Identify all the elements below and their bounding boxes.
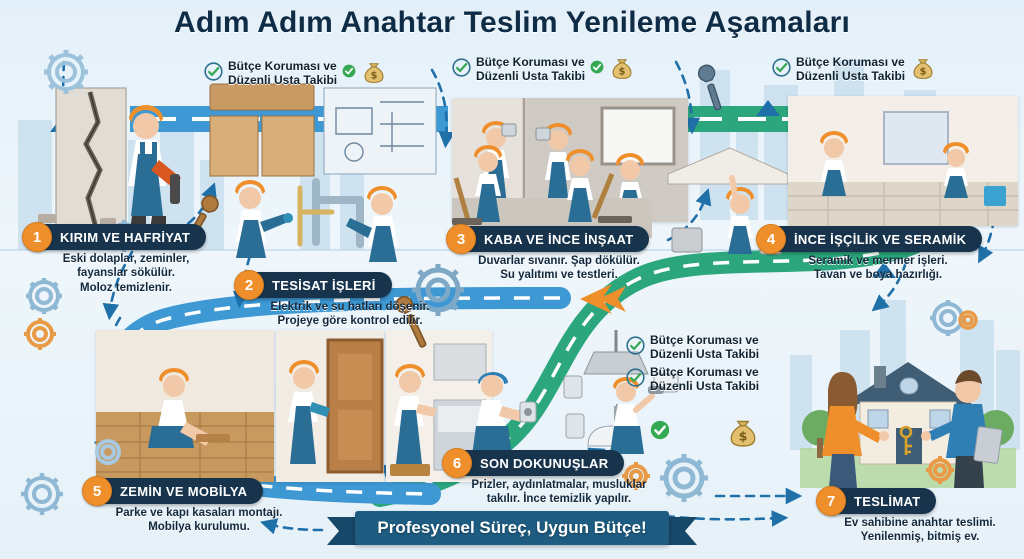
svg-text:$: $ — [371, 70, 378, 81]
check-circle-icon — [204, 61, 223, 86]
step-pill-4[interactable]: 4 İNCE İŞÇİLİK VE SERAMİK — [756, 224, 983, 254]
ribbon-body: Profesyonel Süreç, Uygun Bütçe! — [355, 511, 669, 545]
step-number-badge: 6 — [442, 448, 472, 478]
svg-text:$: $ — [619, 66, 626, 77]
budget-callout-3: Bütçe Koruması ve Düzenli Usta Takibi $ — [772, 54, 936, 85]
money-bag-icon: $ — [361, 58, 387, 89]
step-title: KIRIM VE HAFRİYAT — [60, 229, 191, 245]
budget-callout-5: Bütçe Koruması ve Düzenli Usta Takibi — [626, 365, 760, 394]
step-pill-1[interactable]: 1 KIRIM VE HAFRİYAT — [22, 222, 207, 252]
step-pill-5[interactable]: 5 ZEMİN VE MOBİLYA — [82, 476, 264, 506]
step-title: TESİSAT İŞLERİ — [272, 277, 376, 293]
page-title: Adım Adım Anahtar Teslim Yenileme Aşamal… — [173, 6, 851, 39]
budget-callout-text: Bütçe Koruması ve Düzenli Usta Takibi — [228, 58, 338, 87]
check-circle-icon — [626, 368, 645, 392]
step-label-6: 6 SON DOKUNUŞLAR Prizler, aydınlatmalar,… — [442, 448, 672, 507]
svg-text:$: $ — [739, 430, 748, 445]
step-description: Prizler, aydınlatmalar, musluklar takılı… — [471, 479, 647, 506]
step-label-5: 5 ZEMİN VE MOBİLYA Parke ve kapı kasalar… — [82, 476, 312, 535]
step-description: Duvarlar sıvanır. Şap dökülür. Su yalıtı… — [478, 255, 640, 282]
step-pill-3[interactable]: 3 KABA VE İNCE İNŞAAT — [446, 224, 650, 254]
step-number-badge: 4 — [756, 224, 786, 254]
panel-ceramic-room — [788, 96, 1018, 226]
step-pill-6[interactable]: 6 SON DOKUNUŞLAR — [442, 448, 625, 478]
panel-plumbing — [204, 72, 448, 270]
step-number-badge: 3 — [446, 224, 476, 254]
step-description: Elektrik ve su hatları döşenir. Projeye … — [270, 301, 430, 328]
step-label-2: 2 TESİSAT İŞLERİ Elektrik ve su hatları … — [234, 270, 462, 329]
svg-text:$: $ — [920, 66, 927, 77]
step-title: SON DOKUNUŞLAR — [480, 455, 609, 471]
step-title: İNCE İŞÇİLİK VE SERAMİK — [794, 231, 967, 247]
panel-demolition — [28, 78, 204, 238]
check-circle-icon — [772, 57, 791, 82]
step-label-1: 1 KIRIM VE HAFRİYAT Eski dolaplar, zemin… — [22, 222, 226, 295]
budget-callout-4: Bütçe Koruması ve Düzenli Usta Takibi — [626, 333, 760, 362]
step-description: Eski dolaplar, zeminler, fayanslar sökül… — [62, 253, 190, 294]
footer-ribbon: Profesyonel Süreç, Uygun Bütçe! — [327, 511, 697, 551]
panel-door-install — [276, 330, 384, 482]
panel-fixtures — [556, 330, 686, 470]
budget-callout-1: Bütçe Koruması ve Düzenli Usta Takibi $ — [204, 58, 387, 89]
budget-callout-text: Bütçe Koruması ve Düzenli Usta Takibi — [650, 365, 760, 393]
panel-flooring — [96, 330, 274, 482]
step-description: Ev sahibine anahtar teslimi. Yenilenmiş,… — [844, 517, 996, 544]
step-title: TESLİMAT — [854, 493, 921, 509]
money-bag-icon: $ — [910, 54, 936, 85]
budget-callout-2: Bütçe Koruması ve Düzenli Usta Takibi $ — [452, 54, 635, 85]
money-bag-icon: $ — [609, 54, 635, 85]
step-label-7: 7 TESLİMAT Ev sahibine anahtar teslimi. … — [816, 486, 1020, 545]
step-title: KABA VE İNCE İNŞAAT — [484, 231, 634, 247]
panel-handover — [800, 336, 1016, 488]
check-circle-icon — [626, 336, 645, 360]
step-label-3: 3 KABA VE İNCE İNŞAAT Duvarlar sıvanır. … — [446, 224, 668, 283]
budget-callout-text: Bütçe Koruması ve Düzenli Usta Takibi — [796, 54, 906, 83]
step-number-badge: 7 — [816, 486, 846, 516]
step-pill-7[interactable]: 7 TESLİMAT — [816, 486, 937, 516]
panel-electrical-finishing — [448, 358, 556, 462]
step-label-4: 4 İNCE İŞÇİLİK VE SERAMİK Seramik ve mer… — [756, 224, 996, 283]
check-badge-icon — [590, 60, 604, 79]
ribbon-text: Profesyonel Süreç, Uygun Bütçe! — [377, 518, 647, 537]
budget-callout-text: Bütçe Koruması ve Düzenli Usta Takibi — [650, 333, 760, 361]
check-circle-icon — [452, 57, 471, 82]
step-title: ZEMİN VE MOBİLYA — [120, 483, 248, 499]
check-badge-icon — [342, 64, 356, 83]
step-description: Parke ve kapı kasaları montajı. Mobilya … — [115, 507, 283, 534]
wrench-icon-blue — [697, 64, 722, 111]
step-description: Seramik ve mermer işleri. Tavan ve boya … — [808, 255, 948, 282]
budget-callout-text: Bütçe Koruması ve Düzenli Usta Takibi — [476, 54, 586, 83]
step-pill-2[interactable]: 2 TESİSAT İŞLERİ — [234, 270, 392, 300]
step-number-badge: 5 — [82, 476, 112, 506]
step-number-badge: 2 — [234, 270, 264, 300]
step-number-badge: 1 — [22, 222, 52, 252]
check-badge-icon-lower — [650, 420, 670, 445]
money-bag-icon-lower: $ — [726, 414, 760, 453]
